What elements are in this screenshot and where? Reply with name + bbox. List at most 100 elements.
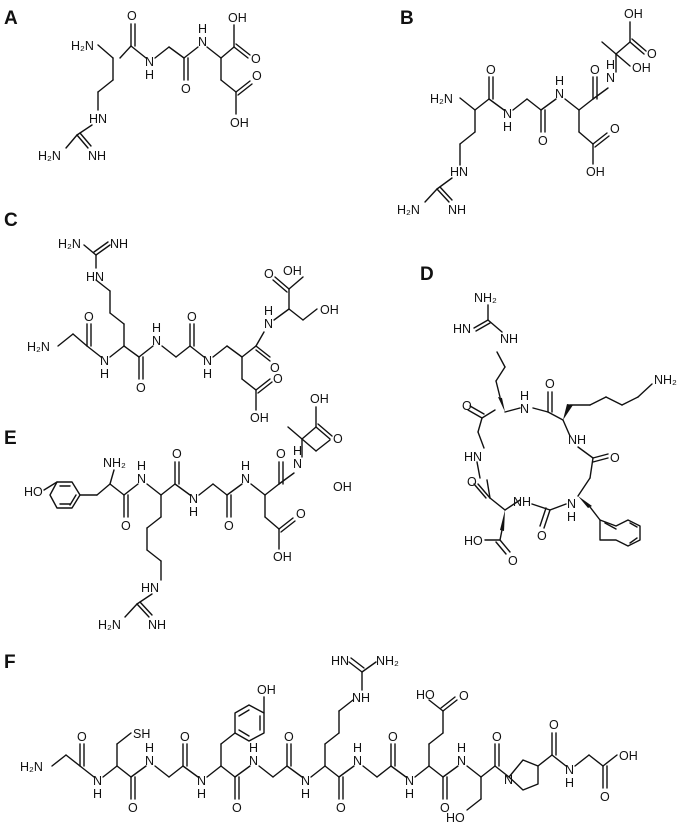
panel-f-amide-h5: H (301, 787, 310, 801)
panel-f-asp-hydroxyl: HO (416, 688, 435, 702)
panel-b-guanidine-nh: NH (448, 203, 466, 217)
panel-a-carbonyl-o3: O (251, 52, 261, 66)
panel-f-amide-h7: H (405, 787, 414, 801)
panel-d-acid-hydroxyl: HO (464, 534, 483, 548)
panel-f-amide-n4: N (249, 754, 258, 768)
panel-c-amide-n2: N (152, 334, 161, 348)
panel-e-amide-n3: N (241, 472, 250, 486)
panel-e: E (4, 392, 352, 632)
panel-a-amide-n1: N (145, 55, 154, 69)
panel-b-guanidine-h2n: H₂N (397, 203, 420, 217)
panel-d-amide-hn-left: HN (464, 450, 482, 464)
panel-a-guanidine-hn: HN (89, 112, 107, 126)
panel-f: F (4, 652, 638, 825)
panel-f-carbonyl-o2: O (128, 801, 138, 815)
panel-e-carbonyl-o5: O (224, 519, 234, 533)
panel-d-amide-nh-bottom: NH (513, 495, 531, 509)
panel-e-amide-h3: H (241, 459, 250, 473)
panel-b-amide-h3: H (606, 58, 615, 72)
panel-d-lysine-nh2: NH₂ (654, 373, 677, 387)
panel-f-terminal-oh: OH (619, 749, 638, 763)
panel-d-letter: D (420, 264, 434, 285)
panel-b-carbonyl-o2: O (538, 134, 548, 148)
panel-b-amide-n1: N (503, 107, 512, 121)
panel-e-amide-n2: N (189, 492, 198, 506)
panel-c-guanidine-nh: NH (110, 237, 128, 251)
panel-f-carbonyl-o10: O (549, 718, 559, 732)
panel-f-asp-carbonyl: O (459, 689, 469, 703)
panel-c-carbonyl-o3: O (187, 310, 197, 324)
panel-b-letter: B (400, 8, 414, 29)
panel-f-amide-h9: H (565, 776, 574, 790)
panel-c-amide-n1: N (100, 354, 109, 368)
panel-f-carbonyl-o7: O (388, 730, 398, 744)
panel-d-amide-n-top: N (520, 402, 529, 416)
panel-f-tyrosine-oh: OH (257, 683, 276, 697)
panel-f-amide-n7: N (405, 774, 414, 788)
panel-f-amide-h2: H (145, 741, 154, 755)
panel-c-carbonyl-o4: O (264, 267, 274, 281)
panel-e-amine: NH₂ (103, 456, 126, 470)
panel-f-amide-n1: N (93, 774, 102, 788)
panel-f-letter: F (4, 652, 16, 673)
panel-c-hydroxyl-asp: OH (250, 411, 269, 425)
panel-e-amide-h2: H (189, 505, 198, 519)
panel-f-carbonyl-o4: O (232, 801, 242, 815)
panel-e-amide-h4: H (293, 444, 302, 458)
panel-c-carbonyl-o1: O (84, 310, 94, 324)
panel-a-carbonyl-o4: O (252, 69, 262, 83)
panel-f-amide-n9: N (565, 763, 574, 777)
panel-a-carbonyl-o2: O (181, 82, 191, 96)
panel-d-guanidine-nh2: NH₂ (474, 291, 497, 305)
panel-d-amide-h-top: H (520, 389, 529, 403)
panel-e-carbonyl-o6: O (296, 507, 306, 521)
panel-b-hydroxyl-3: OH (586, 165, 605, 179)
panel-a-carbonyl-o1: O (127, 9, 137, 23)
panel-e-guanidine-h2n: H₂N (98, 618, 121, 632)
panel-e-hydroxyl-acid: OH (310, 392, 329, 406)
panel-d-carbonyl-bottom-left: O (467, 475, 477, 489)
panel-c-amine: H₂N (27, 340, 50, 354)
panel-a-amide-h2: H (198, 22, 207, 36)
panel-c-letter: C (4, 210, 18, 231)
panel-a-amine: H₂N (71, 39, 94, 53)
panel-c-amide-n3: N (203, 354, 212, 368)
panel-f-proline-n: N (504, 773, 513, 787)
panel-d-guanidine-nh: NH (500, 332, 518, 346)
panel-f-guanidine-hn: HN (331, 654, 349, 668)
panel-a: A H₂N N H N H (4, 8, 262, 163)
panel-a-hydroxyl-1: OH (228, 11, 247, 25)
panel-f-amide-h4: H (249, 741, 258, 755)
panel-b-hydroxyl-2: OH (632, 61, 651, 75)
panel-a-letter: A (4, 8, 18, 29)
panel-d-carbonyl-left: O (462, 399, 472, 413)
panel-f-amide-n8: N (457, 754, 466, 768)
panel-d-carbonyl-bottom: O (537, 529, 547, 543)
panel-f-guanidine-nh: NH (352, 691, 370, 705)
panel-f-amide-h8: H (457, 741, 466, 755)
panel-e-letter: E (4, 428, 17, 449)
panel-a-amide-n2: N (198, 35, 207, 49)
panel-d-amide-h-bottom-right: H (567, 510, 576, 524)
panel-c-amide-h3: H (203, 367, 212, 381)
panel-b-amide-n2: N (555, 87, 564, 101)
panel-b-carbonyl-o4: O (647, 47, 657, 61)
panel-e-amide-n1: N (137, 472, 146, 486)
panel-d-carbonyl-top: O (545, 377, 555, 391)
panel-d-amide-n-bottom-right: N (567, 497, 576, 511)
panel-c-amide-h1: H (100, 367, 109, 381)
panel-f-thiol: SH (133, 727, 150, 741)
panel-e-ser-oh: OH (333, 480, 352, 494)
panel-f-carbonyl-o11: O (600, 790, 610, 804)
panel-f-carbonyl-o1: O (77, 730, 87, 744)
panel-c-guanidine-h2n: H₂N (58, 237, 81, 251)
panel-b-guanidine-hn: HN (450, 165, 468, 179)
panel-f-carbonyl-o8: O (440, 801, 450, 815)
panel-f-amide-h6: H (353, 741, 362, 755)
panel-f-carbonyl-o9: O (492, 730, 502, 744)
panel-c: C (4, 210, 339, 425)
panel-e-guanidine-nh: NH (148, 618, 166, 632)
panel-b-carbonyl-o5: O (610, 122, 620, 136)
panel-b: B (397, 7, 657, 217)
